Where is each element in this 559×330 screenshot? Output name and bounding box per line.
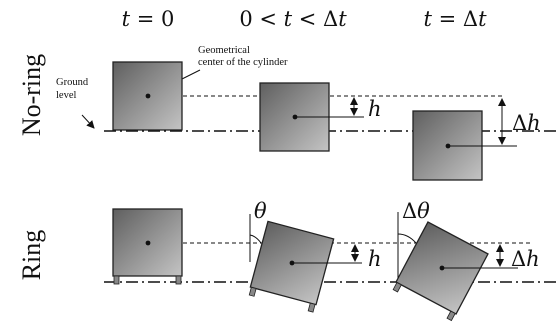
row-label-no-ring: No-ring bbox=[17, 54, 46, 136]
h-label-no-ring: h bbox=[368, 97, 382, 121]
header-t-equals-0: t = 0 bbox=[122, 7, 175, 31]
cylinder-ring-final-group bbox=[392, 221, 489, 322]
ring-foot-right-t0 bbox=[175, 275, 182, 285]
ground-level-arrow bbox=[81, 114, 95, 129]
center-dot-no-ring-t0 bbox=[145, 93, 151, 99]
delta-h-label-no-ring: Δh bbox=[512, 111, 541, 135]
header-t-equals-delta-t: t = Δt bbox=[423, 7, 487, 31]
ring-foot-right-mid bbox=[307, 302, 316, 313]
theta-label: θ bbox=[254, 199, 267, 223]
h-label-ring: h bbox=[368, 247, 382, 271]
ring-foot-left-t0 bbox=[113, 275, 120, 285]
ring-foot-right-final bbox=[446, 310, 456, 322]
header-0-lt-t-lt-delta-t: 0 < t < Δt bbox=[239, 7, 347, 31]
delta-theta-arc bbox=[397, 233, 417, 244]
ring-foot-left-mid bbox=[248, 286, 257, 297]
cylinder-ring-mid-group bbox=[248, 220, 335, 313]
ring-foot-left-final bbox=[392, 281, 402, 293]
row-label-ring: Ring bbox=[17, 230, 46, 281]
theta-arc bbox=[249, 234, 262, 244]
center-dot-ring-t0 bbox=[145, 240, 151, 246]
delta-theta-label: Δθ bbox=[402, 199, 430, 223]
delta-h-label-ring: Δh bbox=[511, 247, 540, 271]
